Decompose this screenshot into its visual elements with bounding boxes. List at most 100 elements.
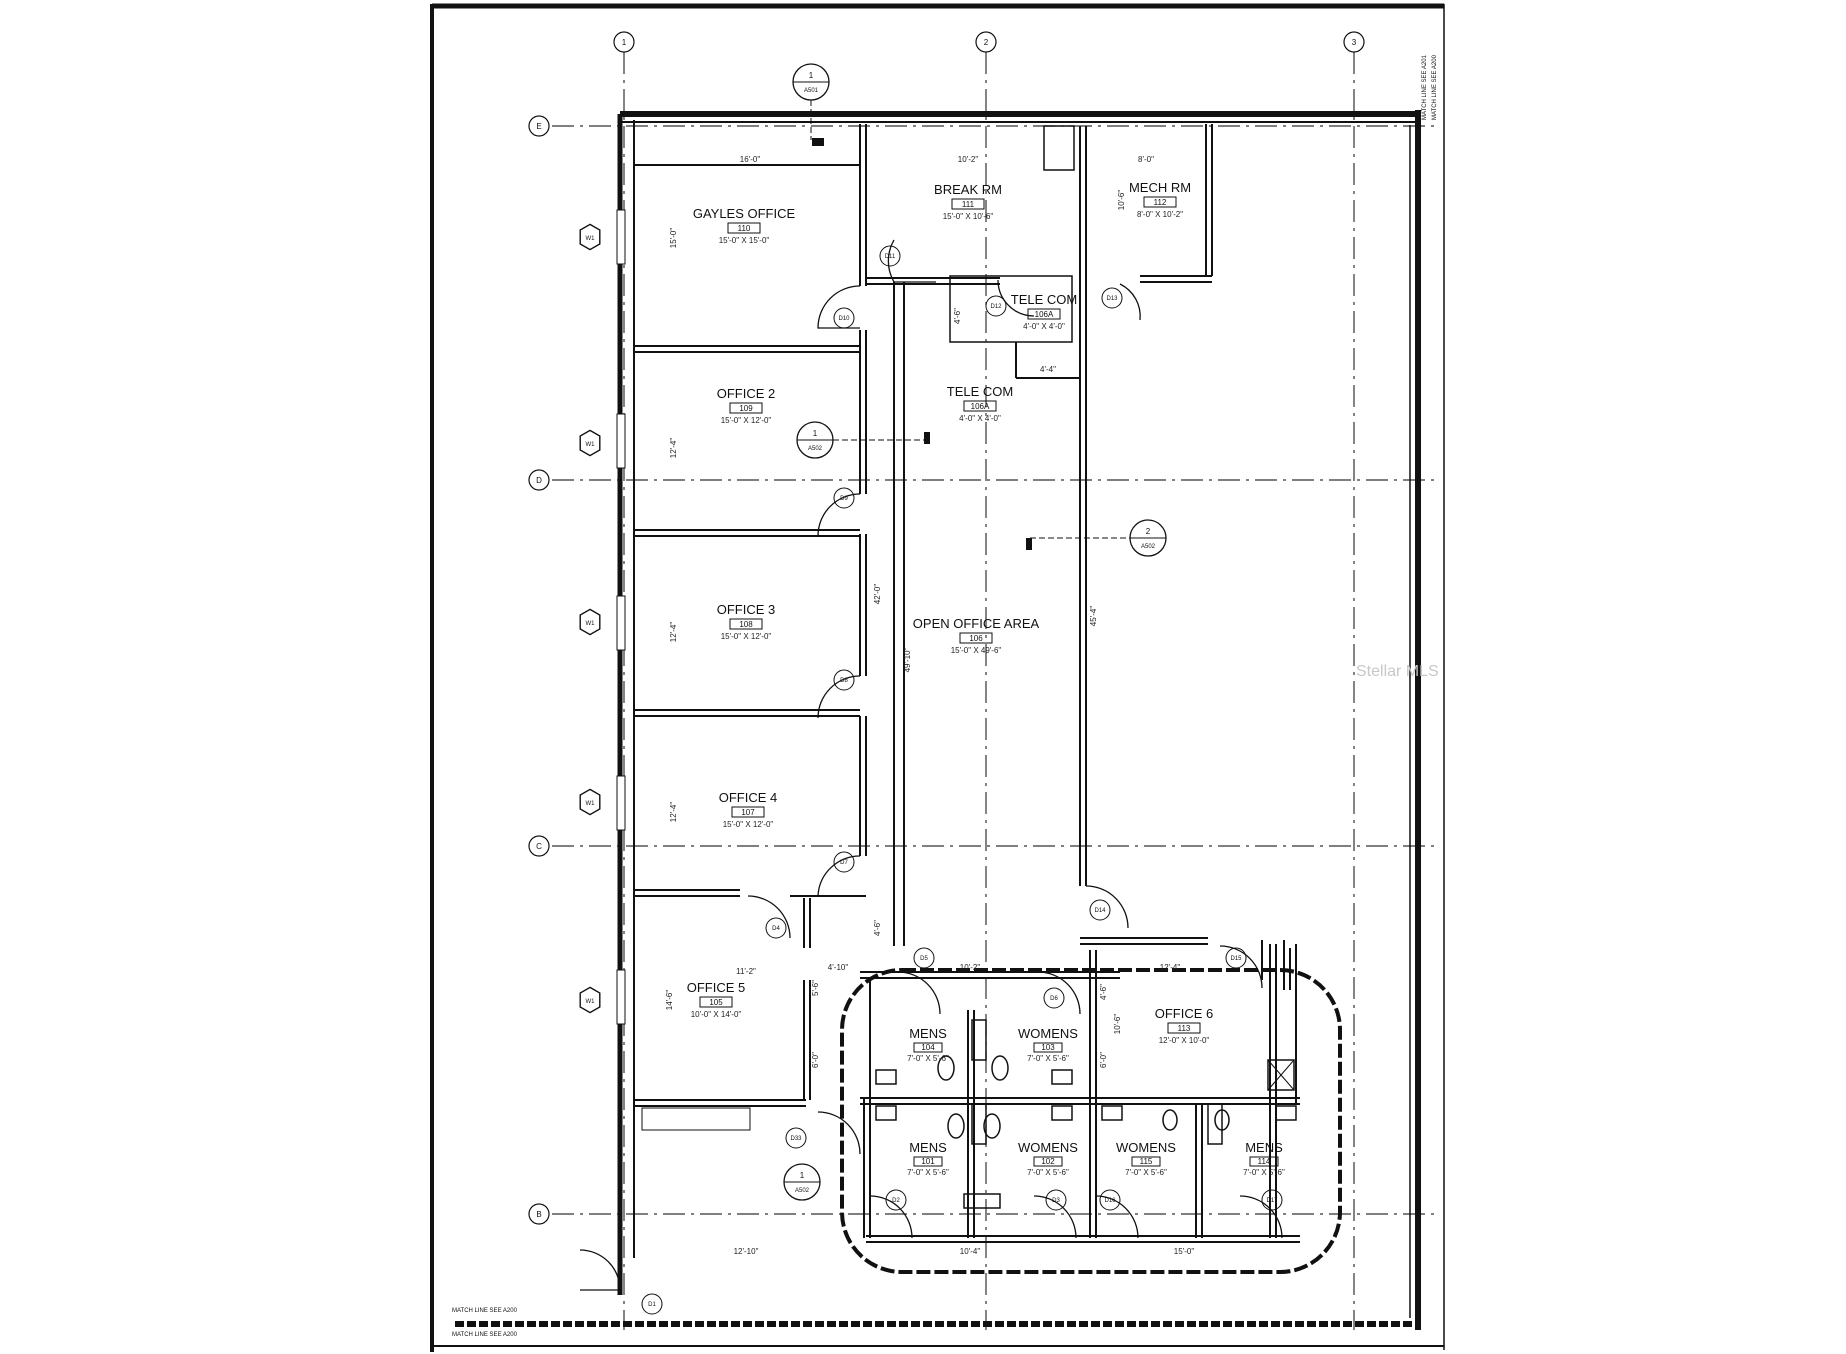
- svg-text:7'-0" X 5'-6": 7'-0" X 5'-6": [1243, 1168, 1285, 1177]
- svg-text:D9: D9: [840, 496, 848, 502]
- svg-text:D11: D11: [885, 254, 896, 260]
- svg-text:C: C: [536, 842, 542, 851]
- section-marker-2-a502: 2 A502: [1026, 519, 1167, 557]
- svg-text:OFFICE 4: OFFICE 4: [719, 790, 778, 805]
- svg-text:MATCH LINE SEE A200: MATCH LINE SEE A200: [1432, 54, 1438, 120]
- door-tag-d8: D8: [833, 669, 855, 691]
- svg-text:4'-10": 4'-10": [828, 963, 849, 972]
- exterior-walls: [455, 110, 1421, 1330]
- grid-bubble-row-c: C: [528, 835, 550, 857]
- svg-text:OFFICE 2: OFFICE 2: [717, 386, 776, 401]
- svg-text:12'-4": 12'-4": [669, 438, 678, 459]
- door-tag-d7: D7: [833, 851, 855, 873]
- svg-text:D10: D10: [838, 316, 850, 322]
- plumbing-fixtures: [875, 1019, 1297, 1209]
- svg-text:7'-0" X 5'-6": 7'-0" X 5'-6": [1125, 1168, 1167, 1177]
- svg-text:W1: W1: [586, 999, 596, 1005]
- svg-text:4'-6": 4'-6": [1099, 984, 1108, 1000]
- svg-text:W1: W1: [586, 621, 596, 627]
- svg-text:D6: D6: [1050, 996, 1058, 1002]
- svg-text:7'-0" X 5'-6": 7'-0" X 5'-6": [907, 1054, 949, 1063]
- svg-text:110: 110: [738, 224, 751, 233]
- svg-text:OFFICE 5: OFFICE 5: [687, 980, 746, 995]
- door-tag-d10: D10: [833, 307, 855, 329]
- svg-text:B: B: [536, 1210, 541, 1219]
- room-label-open-office-area: OPEN OFFICE AREA 106 15'-0" X 49'-6": [913, 616, 1040, 655]
- svg-text:12'-4": 12'-4": [1160, 963, 1181, 972]
- svg-text:101: 101: [921, 1157, 935, 1166]
- svg-text:E: E: [536, 122, 541, 131]
- match-line-labels: MATCH LINE SEE A200 MATCH LINE SEE A200 …: [452, 54, 1438, 1338]
- svg-text:1: 1: [622, 38, 627, 47]
- svg-text:15'-0" X 12'-0": 15'-0" X 12'-0": [721, 416, 772, 425]
- door-tag-d3: D3: [1045, 1189, 1067, 1211]
- svg-text:15'-0": 15'-0": [1174, 1247, 1195, 1256]
- svg-text:4'-6": 4'-6": [873, 920, 882, 936]
- svg-text:107: 107: [741, 808, 755, 817]
- svg-text:7'-0" X 5'-6": 7'-0" X 5'-6": [907, 1168, 949, 1177]
- svg-text:113: 113: [1178, 1024, 1191, 1033]
- svg-text:49'-10": 49'-10": [903, 647, 912, 672]
- svg-text:OPEN OFFICE AREA: OPEN OFFICE AREA: [913, 616, 1040, 631]
- svg-text:15'-0" X 15'-0": 15'-0" X 15'-0": [719, 236, 770, 245]
- svg-text:1: 1: [809, 71, 814, 80]
- svg-text:10'-6": 10'-6": [1113, 1014, 1122, 1035]
- svg-text:A502: A502: [795, 1188, 810, 1194]
- svg-text:12'-0" X 10'-0": 12'-0" X 10'-0": [1159, 1036, 1210, 1045]
- svg-text:109: 109: [739, 404, 753, 413]
- section-marker-1-a501: 1 A501: [792, 63, 830, 146]
- svg-text:A501: A501: [804, 88, 819, 94]
- door-tag-d15: D15: [1225, 947, 1247, 969]
- svg-text:MENS: MENS: [1245, 1140, 1283, 1155]
- svg-text:45'-4": 45'-4": [1089, 606, 1098, 627]
- room-label-mech-rm: MECH RM 112 8'-0" X 10'-2": [1129, 180, 1191, 219]
- room-label-break-rm: BREAK RM 111 15'-0" X 10'-6": [934, 182, 1002, 221]
- svg-text:D5: D5: [920, 956, 928, 962]
- svg-text:OFFICE 3: OFFICE 3: [717, 602, 776, 617]
- window-tag-w1-b: W1: [579, 429, 601, 457]
- room-label-mens-114: MENS 114 7'-0" X 5'-6": [1243, 1140, 1285, 1177]
- svg-text:D16: D16: [1104, 1198, 1116, 1204]
- svg-text:12'-4": 12'-4": [669, 802, 678, 823]
- svg-text:D33: D33: [790, 1136, 802, 1142]
- svg-text:D4: D4: [772, 926, 780, 932]
- window-tag-w1-a: W1: [579, 223, 601, 251]
- door-tag-d1: D1: [641, 1293, 663, 1315]
- room-label-mens-104: MENS 104 7'-0" X 5'-6": [907, 1026, 949, 1063]
- svg-text:7'-0" X 5'-6": 7'-0" X 5'-6": [1027, 1168, 1069, 1177]
- svg-text:TELE COM: TELE COM: [947, 384, 1013, 399]
- svg-text:MENS: MENS: [909, 1140, 947, 1155]
- door-tag-d17: D17: [1261, 1189, 1283, 1211]
- svg-text:MATCH LINE SEE A200: MATCH LINE SEE A200: [452, 1308, 518, 1314]
- svg-text:D: D: [536, 476, 542, 485]
- window-openings: [616, 209, 626, 1025]
- svg-text:106A: 106A: [971, 402, 990, 411]
- svg-text:MENS: MENS: [909, 1026, 947, 1041]
- section-marker-1-a502-upper: 1 A502: [796, 421, 930, 459]
- svg-text:D12: D12: [990, 304, 1002, 310]
- svg-text:4'-0" X 4'-0": 4'-0" X 4'-0": [959, 414, 1001, 423]
- svg-text:4'-0" X 4'-0": 4'-0" X 4'-0": [1023, 322, 1065, 331]
- interior-walls: [634, 124, 1300, 1243]
- svg-text:4'-4": 4'-4": [1040, 365, 1056, 374]
- svg-text:5'-6": 5'-6": [811, 980, 820, 996]
- svg-text:108: 108: [739, 620, 753, 629]
- door-swings: [579, 239, 1283, 1291]
- svg-text:15'-0" X 10'-6": 15'-0" X 10'-6": [943, 212, 994, 221]
- svg-text:D17: D17: [1266, 1198, 1278, 1204]
- svg-text:16'-0": 16'-0": [740, 155, 761, 164]
- svg-text:A502: A502: [808, 446, 823, 452]
- door-tag-d11: D11: [879, 245, 901, 267]
- room-label-office-2: OFFICE 2 109 15'-0" X 12'-0": [717, 386, 776, 425]
- svg-text:8'-0": 8'-0": [1138, 155, 1154, 164]
- svg-text:10'-2": 10'-2": [960, 963, 981, 972]
- window-tag-w1-e: W1: [579, 986, 601, 1014]
- watermark: Stellar MLS: [1356, 663, 1439, 680]
- room-label-womens-102: WOMENS 102 7'-0" X 5'-6": [1018, 1140, 1078, 1177]
- dimension-labels: 16'-0" 10'-2" 8'-0" 15'-0" 10'-6" 4'-6" …: [665, 155, 1194, 1256]
- svg-text:GAYLES OFFICE: GAYLES OFFICE: [693, 206, 796, 221]
- svg-text:D2: D2: [892, 1198, 900, 1204]
- svg-text:8'-0" X 10'-2": 8'-0" X 10'-2": [1137, 210, 1183, 219]
- grid-bubble-col-2: 2: [975, 31, 997, 53]
